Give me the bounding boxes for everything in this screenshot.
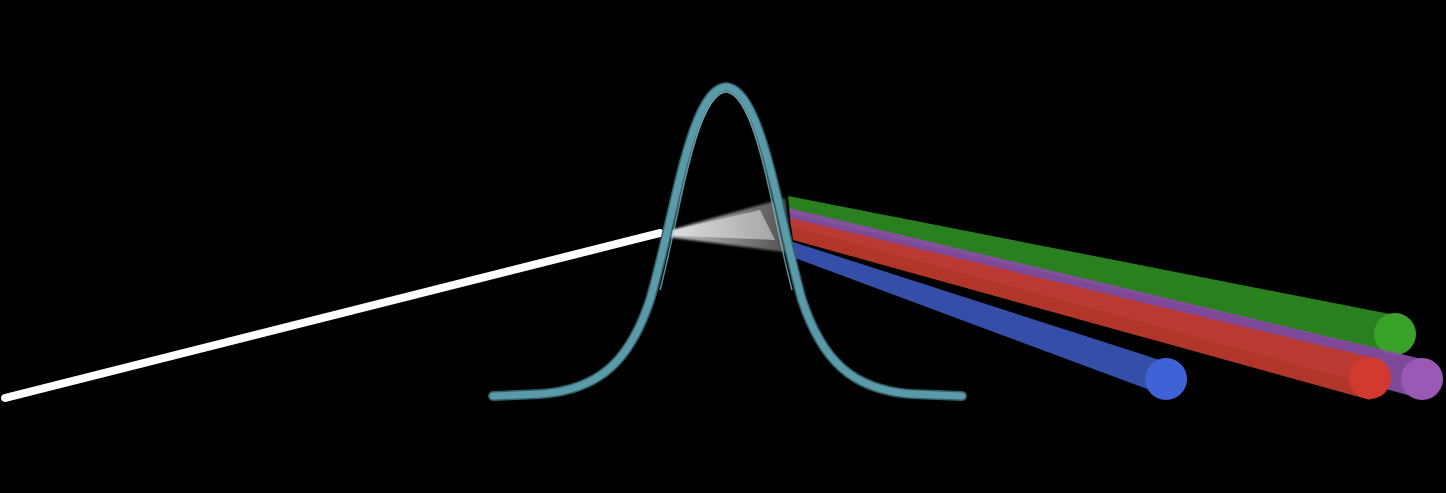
green-beam	[788, 196, 1395, 353]
incoming-white-beam	[1, 229, 664, 402]
light-fan-inside-prism	[660, 198, 792, 253]
green-beam-end-cap	[1374, 313, 1416, 355]
light-fan-core	[660, 210, 775, 240]
red-beam	[790, 218, 1370, 400]
blue-beam	[790, 241, 1166, 396]
dispersed-beams	[788, 196, 1443, 400]
bell-curve-prism	[489, 83, 966, 400]
purple-beam-end-cap	[1401, 358, 1443, 400]
blue-beam-end-cap	[1145, 358, 1187, 400]
red-beam-end-cap	[1349, 357, 1391, 399]
bell-curve-prism-highlight	[659, 91, 793, 291]
